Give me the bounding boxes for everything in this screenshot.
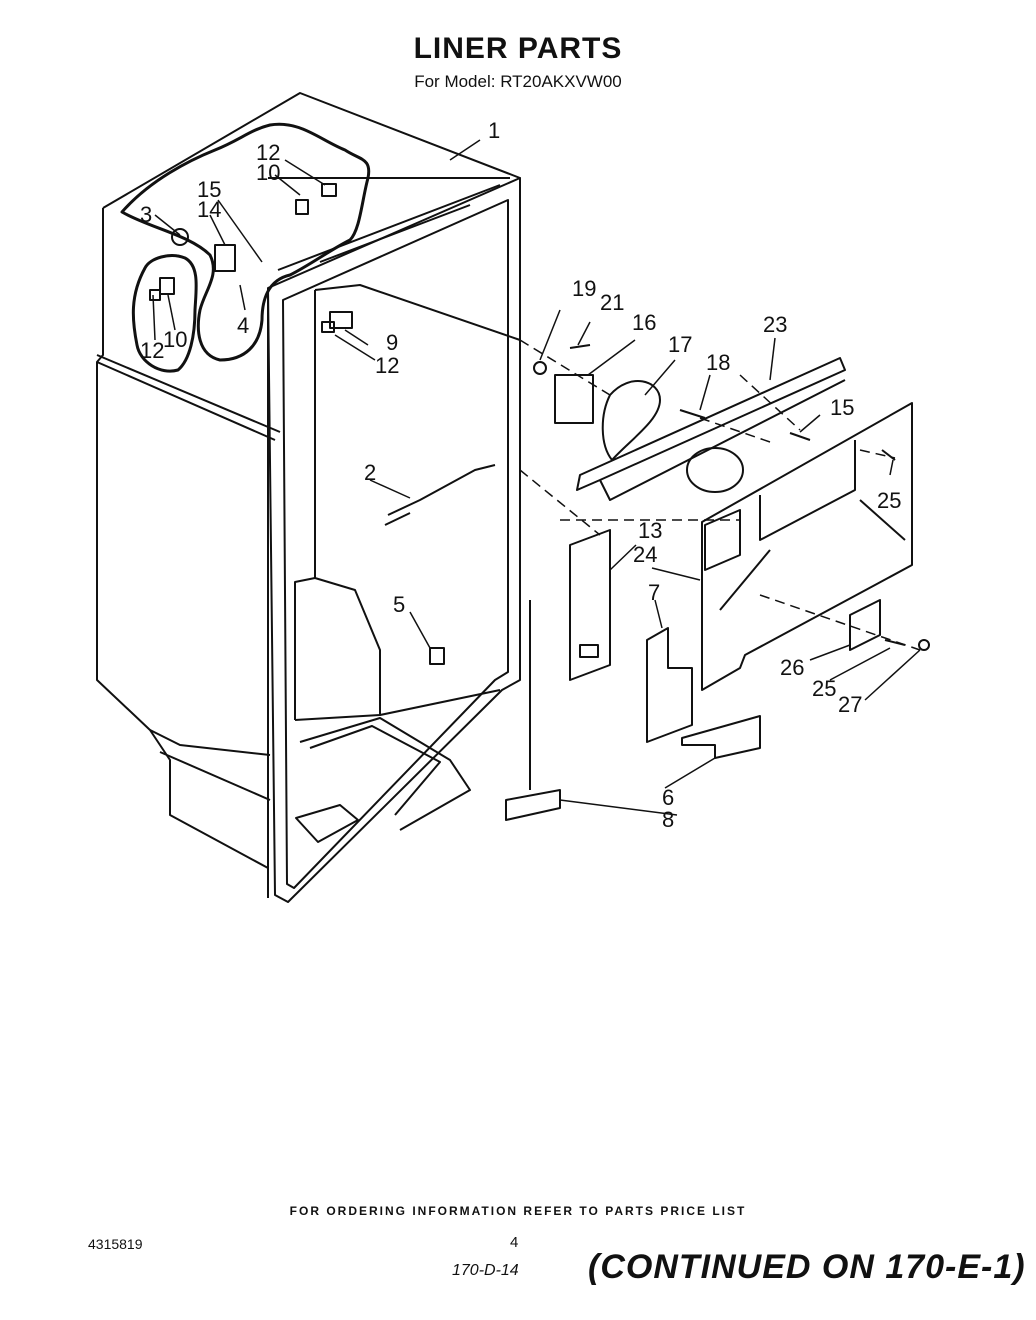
callout-25-right: 25	[877, 488, 901, 513]
callout-2: 2	[364, 460, 376, 485]
callout-7: 7	[648, 580, 660, 605]
callout-26: 26	[780, 655, 804, 680]
leader-lines	[152, 139, 921, 816]
callout-18: 18	[706, 350, 730, 375]
callout-6: 6	[662, 785, 674, 810]
hardware-parts	[149, 183, 496, 665]
callout-23: 23	[763, 312, 787, 337]
callout-4: 4	[237, 313, 249, 338]
callout-1: 1	[488, 118, 500, 143]
bracket	[681, 715, 761, 759]
callout-24: 24	[633, 542, 657, 567]
baffle	[646, 627, 693, 743]
damper-plate	[849, 599, 930, 651]
callout-5: 5	[393, 592, 405, 617]
callout-labels: 1 2 3 4 5 6 7 8 9 10 10 12 12 12 13 14 1…	[140, 118, 901, 832]
callout-14: 14	[197, 197, 221, 222]
fan-motor-assembly	[533, 344, 896, 461]
callout-25-bottom: 25	[812, 676, 836, 701]
document-number: 4315819	[88, 1236, 143, 1252]
alignment-lines	[519, 339, 921, 651]
insulation-outline	[120, 122, 371, 373]
page-title: LINER PARTS	[413, 32, 623, 65]
callout-12-top: 12	[256, 140, 280, 165]
callout-3: 3	[140, 202, 152, 227]
continued-note: (CONTINUED ON 170-E-1)	[588, 1248, 1026, 1286]
rear-cover-panel	[701, 402, 913, 691]
liner-front-frame	[267, 177, 521, 903]
page-number: 4	[510, 1234, 519, 1251]
callout-15-left: 15	[197, 177, 221, 202]
model-subtitle: For Model: RT20AKXVW00	[414, 72, 622, 91]
evaporator-grille	[576, 357, 846, 501]
trim-strip	[505, 600, 561, 821]
duct-plate	[569, 529, 611, 681]
callout-9: 9	[386, 330, 398, 355]
ordering-info-note: FOR ORDERING INFORMATION REFER TO PARTS …	[289, 1204, 747, 1218]
callout-17: 17	[668, 332, 692, 357]
callout-8: 8	[662, 807, 674, 832]
callout-10-top: 10	[256, 160, 280, 185]
callout-15-right: 15	[830, 395, 854, 420]
callout-12-frame: 12	[375, 353, 399, 378]
callout-27: 27	[838, 692, 862, 717]
callout-13: 13	[638, 518, 662, 543]
callout-21: 21	[600, 290, 624, 315]
callout-16: 16	[632, 310, 656, 335]
handwritten-reference: 170-D-14	[452, 1262, 519, 1279]
callout-12-left: 12	[140, 338, 164, 363]
liner-inner-cavity	[294, 284, 521, 843]
callout-10-left: 10	[163, 327, 187, 352]
callout-19: 19	[572, 276, 596, 301]
